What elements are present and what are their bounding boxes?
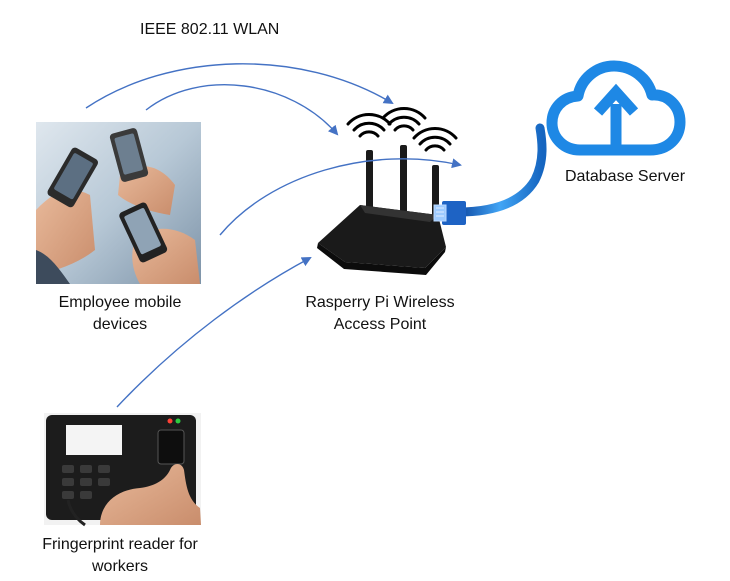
fingerprint-reader-label: Fringerprint reader for workers <box>20 534 220 578</box>
access-point-label-line1: Rasperry Pi Wireless <box>305 294 455 311</box>
protocol-label: IEEE 802.11 WLAN <box>140 19 279 41</box>
arrow-devices-to-ap-2 <box>145 84 339 136</box>
employee-devices-label-line1: Employee mobile <box>58 294 182 311</box>
access-point-label-line2: Access Point <box>333 316 427 333</box>
arrow-devices-to-ap-3 <box>219 158 462 236</box>
cloud-upload-icon <box>546 60 686 156</box>
arrow-devices-to-ap-1 <box>85 63 394 109</box>
access-point-label: Rasperry Pi Wireless Access Point <box>290 292 470 336</box>
fingerprint-reader-label-line1: Fringerprint reader for <box>42 536 198 553</box>
employee-devices-label-line2: devices <box>92 316 148 333</box>
wireless-connection-arrows <box>85 63 462 408</box>
protocol-label-text: IEEE 802.11 WLAN <box>140 21 280 38</box>
database-server-label-text: Database Server <box>564 168 686 185</box>
employee-devices-image <box>36 122 201 284</box>
wifi-signal-icon <box>346 107 458 152</box>
fingerprint-reader-image <box>44 413 201 527</box>
database-server-label: Database Server <box>555 166 695 188</box>
fingerprint-reader-label-line2: workers <box>91 558 148 575</box>
router-image <box>317 145 446 275</box>
arrow-fingerprint-to-ap <box>116 257 312 408</box>
employee-devices-label: Employee mobile devices <box>40 292 200 336</box>
ethernet-cable <box>433 123 547 225</box>
